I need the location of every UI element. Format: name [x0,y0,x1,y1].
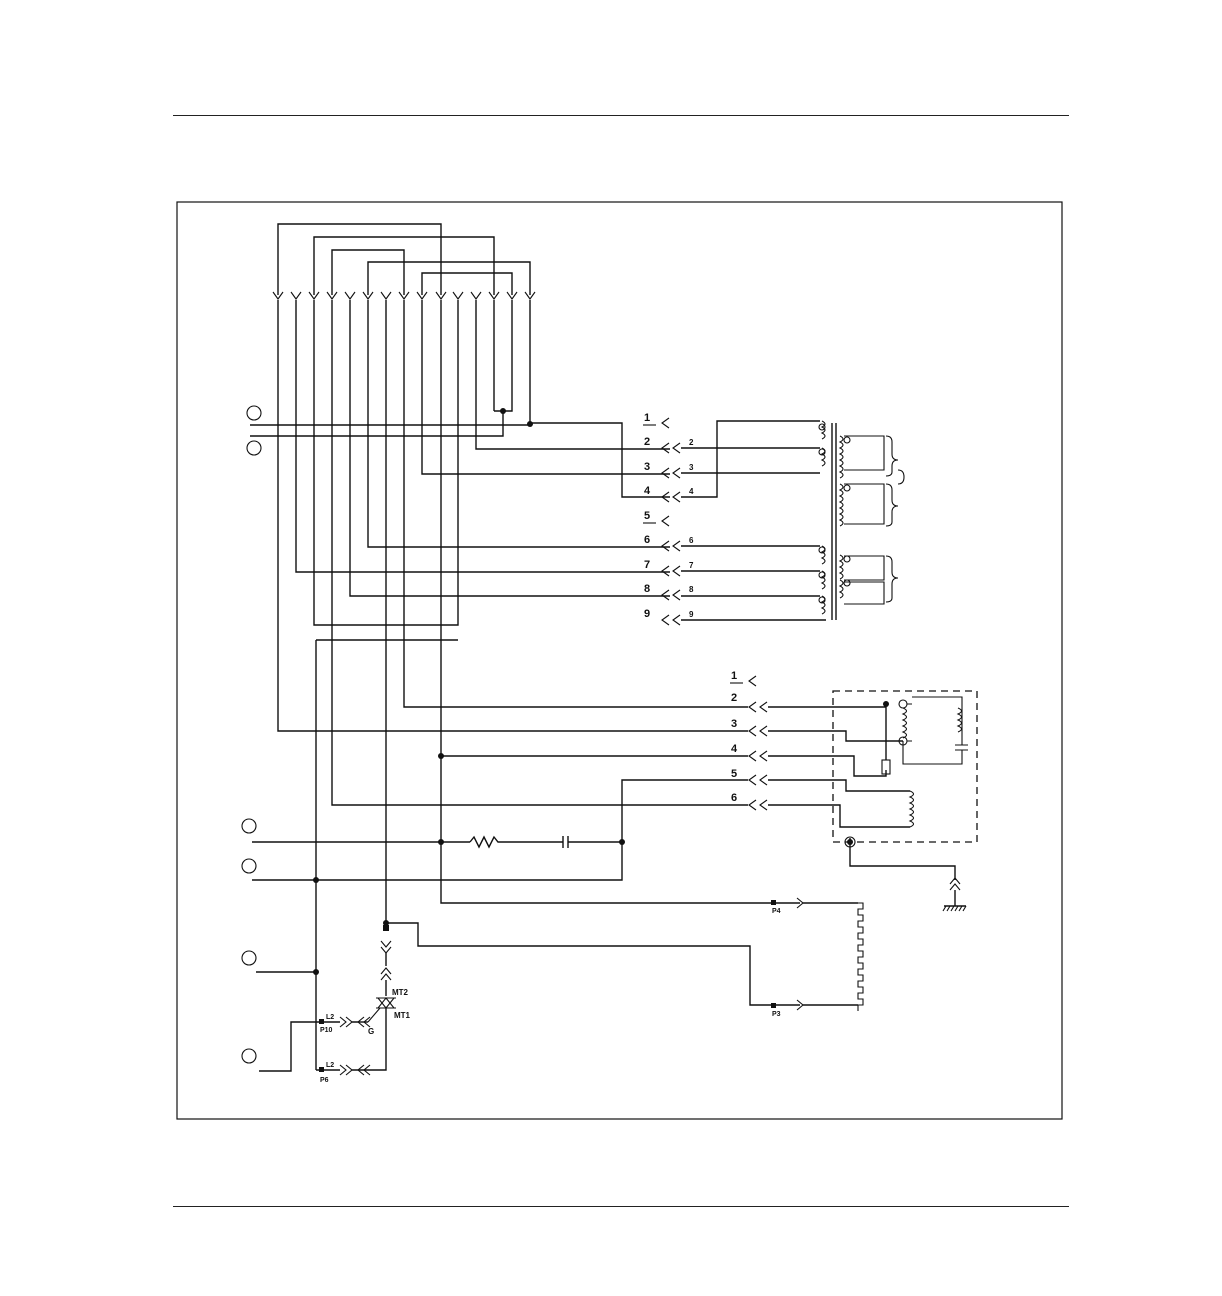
capacitor-icon [563,836,622,848]
diagram-frame [177,202,1062,1119]
supply-terminal-top-1 [247,406,530,425]
terminal-p10: P10 [320,1027,333,1034]
connector-b: 1 2 3 4 5 6 [441,670,767,842]
triac-mt1-label: MT1 [394,1011,411,1020]
connector-b-pin-1: 1 [731,670,737,682]
terminal-p3: P3 [772,1011,781,1018]
mate-pin-7: 7 [689,561,694,570]
transformer [681,421,904,620]
connector-a-pin-3: 3 [644,461,650,473]
resistor-icon [470,837,563,847]
supply-terminal-lower-3 [242,951,316,972]
connector-a-pin-4: 4 [644,485,651,497]
mate-pin-3: 3 [689,463,694,472]
terminal-p6: P6 [320,1077,329,1084]
connector-b-pin-6: 6 [731,792,737,804]
connector-a-pin-6: 6 [644,534,650,546]
connector-a-pin-2: 2 [644,436,650,448]
mate-pin-4: 4 [689,487,694,496]
connector-b-pin-3: 3 [731,718,737,730]
connector-b-pin-4: 4 [731,743,738,755]
terminal-p10-tag: L2 [326,1014,334,1021]
connector-a: 1 2 3 4 5 6 7 8 9 2 3 4 6 7 8 9 [643,412,694,625]
triac-mt2-label: MT2 [392,988,409,997]
connector-a-pin-5: 5 [644,510,650,522]
mate-pin-6: 6 [689,536,694,545]
connector-a-pin-7: 7 [644,559,650,571]
triac-icon: MT2 MT1 G L2 P10 L2 P6 [316,980,411,1084]
mate-pin-8: 8 [689,585,694,594]
mate-pin-2: 2 [689,438,694,447]
motor-module [768,691,977,880]
supply-terminal-lower-2 [242,842,622,880]
terminal-p6-tag: L2 [326,1062,334,1069]
mate-pin-9: 9 [689,610,694,619]
supply-terminal-top-2 [247,411,503,455]
ground-icon [943,878,966,911]
supply-terminal-lower-4 [242,1022,322,1071]
connector-a-pin-8: 8 [644,583,650,595]
connector-b-pin-2: 2 [731,692,737,704]
connector-a-pin-9: 9 [644,608,650,620]
terminal-p4: P4 [772,908,781,915]
connector-b-pin-5: 5 [731,768,737,780]
connector-a-pin-1: 1 [644,412,650,424]
harness-bundle [273,224,773,1070]
supply-terminal-lower-1 [242,819,470,842]
heater-element: P4 P3 [381,898,863,1018]
triac-gate-label: G [368,1027,374,1036]
